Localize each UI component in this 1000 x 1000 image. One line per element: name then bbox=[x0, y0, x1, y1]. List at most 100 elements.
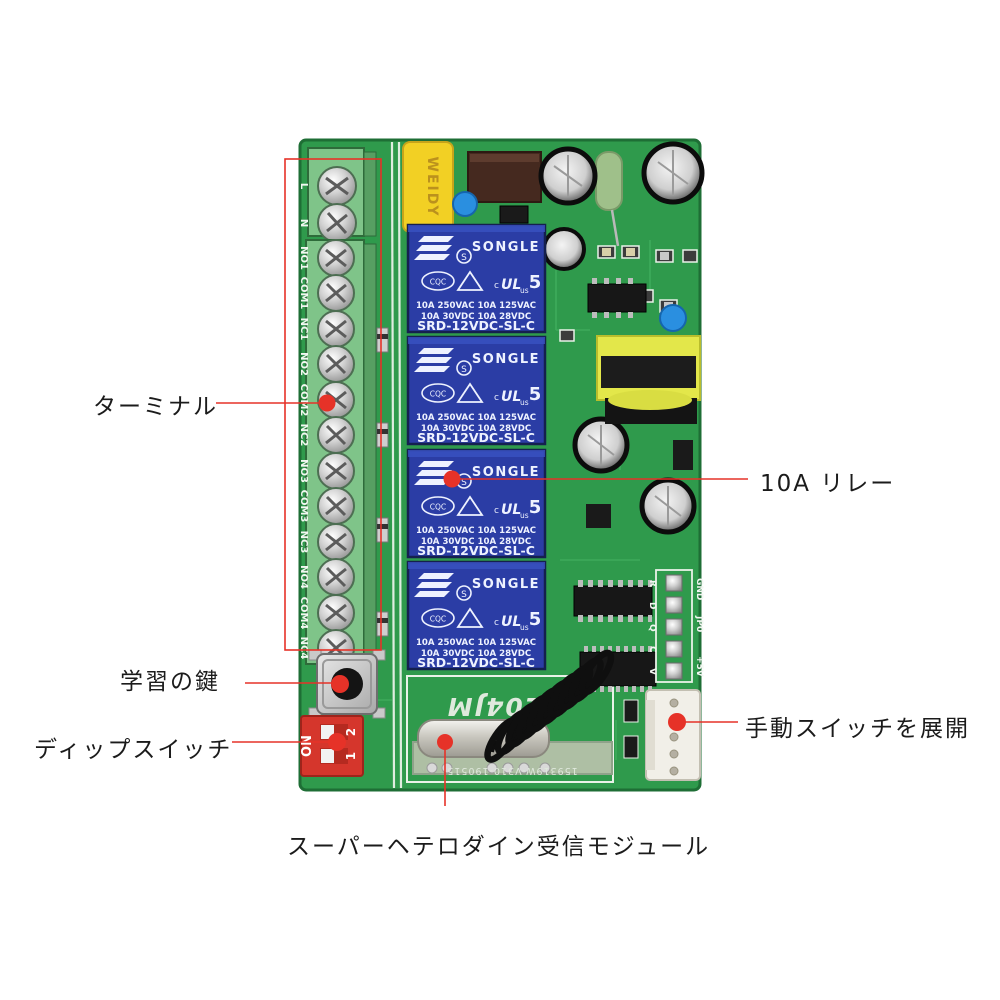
dip-pos1-label: 1 bbox=[344, 752, 358, 760]
svg-text:S: S bbox=[461, 478, 467, 488]
smd-transistor bbox=[499, 205, 529, 224]
label-relay: 10A リレー bbox=[760, 471, 896, 497]
svg-text:NO2: NO2 bbox=[298, 352, 309, 376]
svg-text:5: 5 bbox=[529, 497, 542, 518]
diode-column bbox=[376, 327, 389, 637]
antenna-coil bbox=[484, 649, 615, 763]
svg-text:5: 5 bbox=[529, 609, 542, 630]
learn-key-dot bbox=[331, 675, 349, 693]
svg-text:SONGLE: SONGLE bbox=[472, 577, 540, 592]
svg-text:c: c bbox=[494, 618, 499, 628]
svg-text:10A 30VDC 10A 28VDC: 10A 30VDC 10A 28VDC bbox=[421, 537, 531, 547]
svg-text:10A 250VAC 10A 125VAC: 10A 250VAC 10A 125VAC bbox=[416, 638, 536, 648]
svg-text:5: 5 bbox=[529, 384, 542, 405]
soic8-ic bbox=[587, 278, 647, 318]
svg-text:10A 250VAC 10A 125VAC: 10A 250VAC 10A 125VAC bbox=[416, 526, 536, 536]
svg-text:us: us bbox=[520, 286, 529, 295]
svg-text:COM4: COM4 bbox=[298, 597, 309, 630]
svg-text:NO4: NO4 bbox=[298, 565, 309, 589]
svg-text:R: R bbox=[647, 580, 657, 587]
silkscreen-receiver-outline bbox=[406, 675, 614, 783]
svg-text:SRD-12VDC-SL-C: SRD-12VDC-SL-C bbox=[417, 543, 535, 558]
relay-3: S SONGLE CQC c UL us 5 10A 250VAC 10A 12… bbox=[406, 448, 547, 559]
svg-text:UL: UL bbox=[501, 502, 521, 518]
svg-text:SRD-12VDC-SL-C: SRD-12VDC-SL-C bbox=[417, 318, 535, 333]
to92-transistor bbox=[673, 440, 693, 470]
svg-text:NO1: NO1 bbox=[298, 246, 309, 270]
terminal-screws bbox=[317, 239, 355, 667]
svg-text:5: 5 bbox=[529, 272, 542, 293]
svg-text:10A 30VDC 10A 28VDC: 10A 30VDC 10A 28VDC bbox=[421, 649, 531, 659]
label-learn-key: 学習の鍵 bbox=[120, 669, 220, 695]
dip-pos2-label: 2 bbox=[344, 728, 358, 736]
silkscreen-stripes bbox=[390, 141, 403, 789]
blue-disc-capacitor bbox=[452, 191, 478, 217]
blue-disc-capacitor-2 bbox=[659, 304, 687, 332]
dip-on-label: ON bbox=[300, 735, 315, 757]
svg-text:10A 250VAC 10A 125VAC: 10A 250VAC 10A 125VAC bbox=[416, 301, 536, 311]
annotation-dots bbox=[318, 394, 686, 751]
film-cap-brand-text: WEIDY bbox=[424, 157, 440, 218]
svg-text:CQC: CQC bbox=[430, 278, 446, 287]
terminal-block-main bbox=[305, 239, 377, 667]
relay-bank: S SONGLE CQC c UL us 5 10A 250VAC 10A 12… bbox=[406, 223, 547, 671]
label-receiver: スーパーヘテロダイン受信モジュール bbox=[287, 834, 711, 860]
svg-text:10A 30VDC 10A 28VDC: 10A 30VDC 10A 28VDC bbox=[421, 424, 531, 434]
svg-text:N: N bbox=[298, 219, 309, 227]
smd-ic-small bbox=[586, 504, 611, 528]
svg-text:SRD-12VDC-SL-C: SRD-12VDC-SL-C bbox=[417, 655, 535, 670]
electrolytic-capacitors bbox=[538, 141, 705, 535]
terminal-dot bbox=[318, 394, 336, 412]
svg-text:NC1: NC1 bbox=[298, 318, 309, 341]
svg-text:C: C bbox=[647, 646, 657, 653]
svg-text:SRD-12VDC-SL-C: SRD-12VDC-SL-C bbox=[417, 430, 535, 445]
svg-text:NO3: NO3 bbox=[298, 459, 309, 483]
svg-text:UL: UL bbox=[501, 614, 521, 630]
label-terminal: ターミナル bbox=[93, 394, 218, 420]
svg-text:S: S bbox=[461, 253, 467, 263]
receiver-dot bbox=[437, 734, 453, 750]
svg-text:c: c bbox=[494, 506, 499, 516]
dip16-ic bbox=[573, 580, 653, 622]
svg-text:COM2: COM2 bbox=[298, 384, 309, 417]
svg-text:SONGLE: SONGLE bbox=[472, 240, 540, 255]
svg-text:L: L bbox=[298, 183, 309, 190]
label-manual-switch: 手動スイッチを展開 bbox=[745, 716, 970, 742]
svg-text:NC2: NC2 bbox=[298, 424, 309, 447]
svg-text:us: us bbox=[520, 511, 529, 520]
small-caps-bottom-right bbox=[623, 699, 639, 759]
svg-text:10A 30VDC 10A 28VDC: 10A 30VDC 10A 28VDC bbox=[421, 312, 531, 322]
relay-dot bbox=[443, 470, 461, 488]
svg-text:UL: UL bbox=[501, 277, 521, 293]
terminal-block-top bbox=[307, 147, 377, 243]
svg-text:SONGLE: SONGLE bbox=[472, 465, 540, 480]
svg-text:CQC: CQC bbox=[430, 615, 446, 624]
svg-text:UL: UL bbox=[501, 389, 521, 405]
jst-connector bbox=[645, 689, 701, 781]
svg-text:SONGLE: SONGLE bbox=[472, 352, 540, 367]
svg-text:CQC: CQC bbox=[430, 503, 446, 512]
relay-4: S SONGLE CQC c UL us 5 10A 250VAC 10A 12… bbox=[406, 560, 547, 671]
svg-text:c: c bbox=[494, 281, 499, 291]
svg-text:COM1: COM1 bbox=[298, 277, 309, 310]
dip-dot bbox=[328, 733, 346, 751]
svg-text:GND: GND bbox=[694, 578, 704, 600]
relay-2: S SONGLE CQC c UL us 5 10A 250VAC 10A 12… bbox=[406, 335, 547, 446]
svg-text:S: S bbox=[461, 365, 467, 375]
svg-text:NC3: NC3 bbox=[298, 531, 309, 554]
brown-component bbox=[467, 151, 542, 203]
svg-text:COM3: COM3 bbox=[298, 490, 309, 523]
svg-text:us: us bbox=[520, 623, 529, 632]
svg-text:D: D bbox=[647, 602, 657, 609]
svg-text:us: us bbox=[520, 398, 529, 407]
green-standing-capacitor bbox=[595, 151, 623, 247]
svg-text:c: c bbox=[494, 393, 499, 403]
transformer bbox=[596, 335, 701, 424]
svg-text:10A 250VAC 10A 125VAC: 10A 250VAC 10A 125VAC bbox=[416, 413, 536, 423]
film-capacitor-weidy: WEIDY bbox=[402, 141, 454, 233]
relay-1: S SONGLE CQC c UL us 5 10A 250VAC 10A 12… bbox=[406, 223, 547, 334]
svg-text:JP0: JP0 bbox=[694, 615, 704, 632]
manual-switch-dot bbox=[668, 713, 686, 731]
